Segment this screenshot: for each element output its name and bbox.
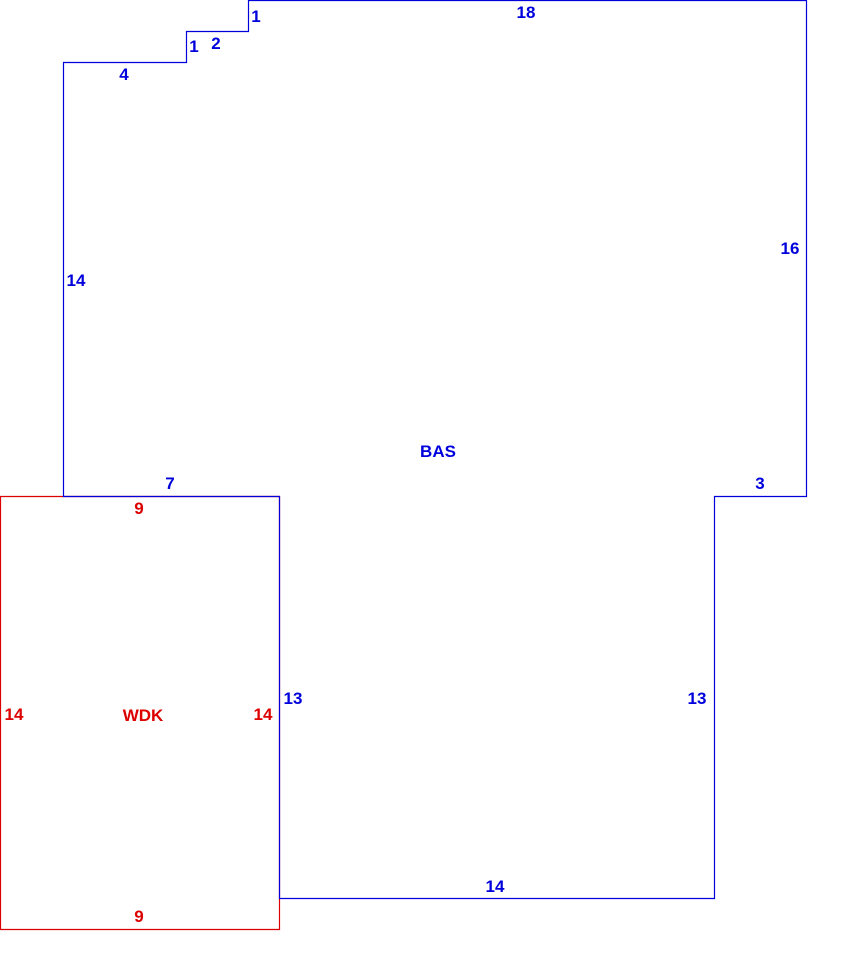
bas-dim-right-notch: 3 (755, 474, 764, 493)
wdk-dim-top: 9 (134, 499, 143, 518)
wdk-label: WDK (123, 706, 164, 725)
bas-dim-step-1: 4 (119, 65, 129, 84)
wdk-dim-bottom: 9 (134, 907, 143, 926)
bas-dim-right: 16 (781, 239, 800, 258)
bas-dim-notch-bottom: 7 (165, 474, 174, 493)
bas-dim-right-lower: 13 (688, 689, 707, 708)
bas-outline (62, 0, 808, 900)
bas-label: BAS (420, 442, 456, 461)
bas-dim-left-lower: 13 (284, 689, 303, 708)
bas-dim-left: 14 (67, 271, 86, 290)
bas-dim-step-2: 1 (189, 37, 198, 56)
wdk-dim-left: 14 (5, 705, 24, 724)
bas-dim-top: 18 (517, 3, 536, 22)
bas-dim-bottom: 14 (486, 877, 505, 896)
bas-dim-step-4: 1 (251, 7, 260, 26)
wdk-dim-right: 14 (254, 705, 273, 724)
bas-dim-step-3: 2 (211, 34, 220, 53)
